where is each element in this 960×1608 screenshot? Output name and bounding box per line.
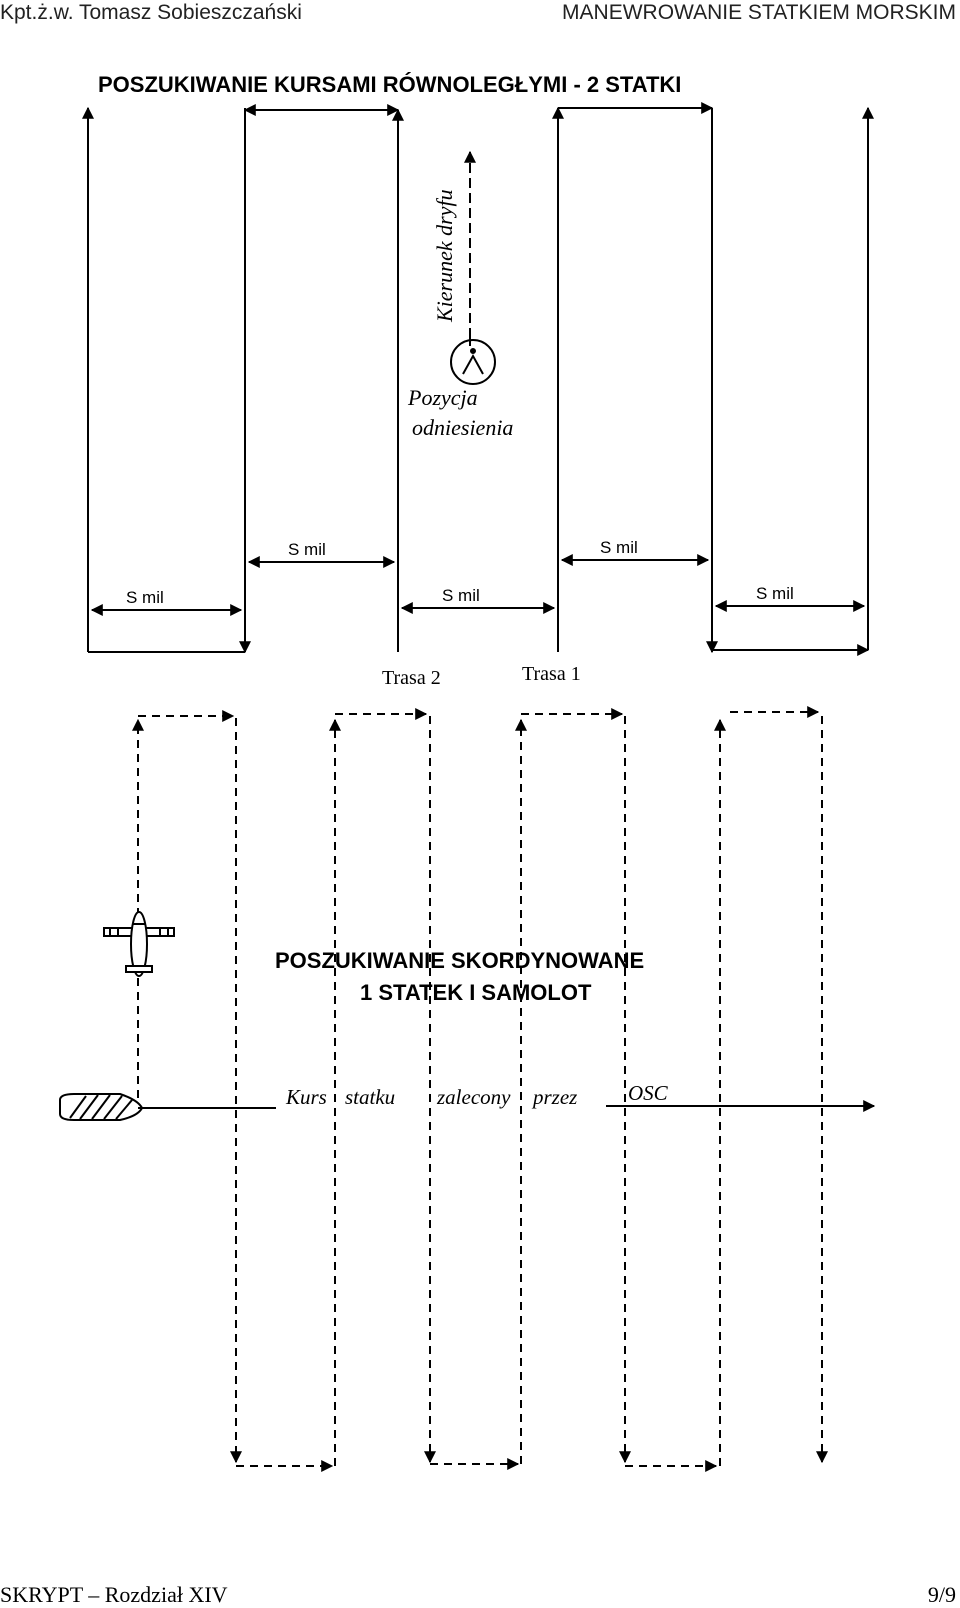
header-author: Kpt.ż.w. Tomasz Sobieszczański [0,1,302,24]
spacing-label-5: S mil [756,584,794,603]
header-subject: MANEWROWANIE STATKIEM MORSKIM [562,1,956,24]
aircraft-icon [103,911,175,977]
reference-label-line2: odniesienia [412,415,513,440]
course-word-4: przez [531,1085,577,1109]
reference-label-line1: Pozycja [407,385,478,410]
course-word-1: Kurs [285,1085,327,1109]
diagram2-title-line2: 1 STATEK I SAMOLOT [360,980,592,1005]
course-word-5: OSC [628,1081,669,1105]
footer-chapter: SKRYPT – Rozdział XIV [0,1582,228,1607]
diagram1-title: POSZUKIWANIE KURSAMI RÓWNOLEGŁYMI - 2 ST… [98,72,682,97]
spacing-label-1: S mil [126,588,164,607]
track1-label: Trasa 1 [522,663,581,685]
diagram2-tracks [132,706,828,1472]
reference-position-icon [450,339,496,385]
ship-course [138,1100,876,1112]
drift-label: Kierunek dryfu [432,189,457,323]
spacing-label-2: S mil [288,540,326,559]
course-word-2: statku [345,1085,395,1109]
course-word-3: zalecony [436,1085,511,1109]
diagram2-title-line1: POSZUKIWANIE SKORDYNOWANE [275,948,645,973]
ship-icon [59,1093,144,1121]
spacing-label-4: S mil [600,538,638,557]
track2-label: Trasa 2 [382,667,441,689]
spacing-label-3: S mil [442,586,480,605]
footer-page-number: 9/9 [927,1582,956,1607]
diagram1-tracks [82,102,874,656]
